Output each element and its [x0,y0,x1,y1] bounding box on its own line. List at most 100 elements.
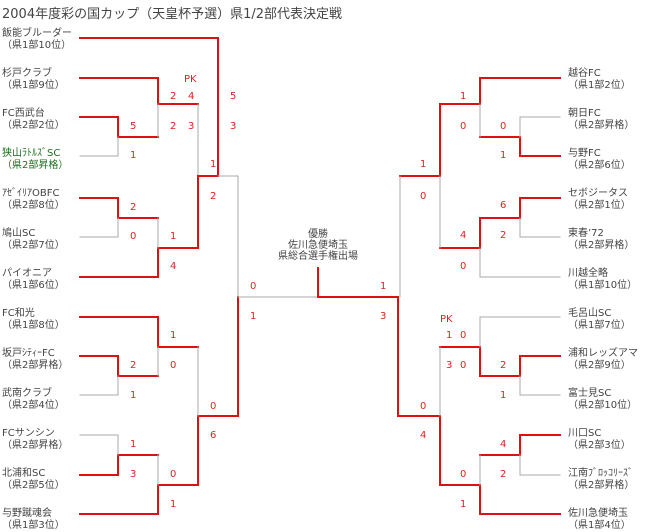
score: 4 [500,439,507,450]
score: 0 [420,191,427,202]
score-final: 3 [380,311,387,322]
team-name: 越谷FC [568,68,601,79]
team-name: ｱｾﾞｲﾘｱOBFC [2,188,60,199]
score-final: 1 [380,281,387,292]
score: 0 [460,330,467,341]
line-l-westdai [79,116,159,138]
score: 2 [500,469,507,480]
team-name: FC西武台 [2,108,45,119]
team-name: 与野FC [568,148,601,159]
team-left-highlight: 狭山ﾗﾄﾙｽﾞSC（県2部昇格） [2,148,68,172]
team-left: 鳩山SC（県2部7位） [2,228,65,252]
line-l-semi-loser [237,175,319,298]
score: 1 [130,390,137,401]
team-rank: （県2部昇格） [568,120,635,131]
score-pk: 3 [446,360,453,371]
team-left: 坂戸ｼﾃｨｰFC（県2部昇格） [2,348,68,372]
line-l-azeiria [79,197,159,219]
page-title: 2004年度彩の国カップ（天皇杯予選）県1/2部代表決定戦 [2,7,343,22]
line-l-sayama [79,136,119,157]
score-pk: 4 [188,91,195,102]
score: 0 [460,469,467,480]
score: 1 [170,330,177,341]
score: 2 [130,360,137,371]
line-l-sanshin [79,434,119,456]
team-name: 朝日FC [568,108,601,119]
score-pk: 1 [446,330,453,341]
team-name: 東春’72 [568,228,604,239]
team-name: 富士見SC [568,388,612,399]
winner-note: 県総合選手権出場 [278,251,358,262]
line-r-kawaguchi [479,434,561,456]
score: 3 [230,121,237,132]
team-right: 与野FC（県2部6位） [568,148,631,172]
line-r-fujimi [519,375,561,396]
team-rank: （県1部4位） [568,520,631,531]
team-right: 川口SC（県2部3位） [568,428,631,452]
team-left: 武南クラブ（県2部4位） [2,388,65,412]
line-r-yonofc [479,136,561,157]
team-left: 杉戸クラブ（県1部9位） [2,68,65,92]
team-name: 狭山ﾗﾄﾙｽﾞSC [2,148,61,159]
line-r-sagawa [439,484,561,515]
team-left: 与野蹴魂会（県1部3位） [2,508,65,532]
team-rank: （県2部1位） [568,200,631,211]
team-right: 朝日FC（県2部昇格） [568,108,634,132]
team-rank: （県2部3位） [568,440,631,451]
line-r-toshun [519,217,561,238]
team-name: 与野蹴魂会 [2,508,52,519]
line-l-pioneer2 [197,175,219,249]
team-name: 佐川急便埼玉 [568,508,628,519]
score: 0 [210,401,217,412]
score: 2 [170,121,177,132]
team-left: FCサンシン（県2部昇格） [2,428,68,452]
score: 1 [130,150,137,161]
line-r-sagawa2 [399,415,441,486]
score: 1 [460,91,467,102]
team-right: 東春’72（県2部昇格） [568,228,634,252]
team-right: 川越全略（県1部10位） [568,268,637,292]
team-right: 浦和レッズアマ（県2部9位） [568,348,638,372]
score: 0 [170,360,177,371]
winner-title: 優勝 [308,229,328,240]
team-right: 毛呂山SC（県1部7位） [568,308,631,332]
line-r-sebo [479,197,561,219]
score: 1 [500,150,507,161]
team-name: パイオニア [2,268,52,279]
line-l-hatoyama [79,217,119,238]
line-l-sakado [79,355,159,377]
team-rank: （県2部10位） [568,400,638,411]
team-right: 富士見SC（県2部10位） [568,388,637,412]
team-name: FC和光 [2,308,35,319]
team-right: セボジータス（県2部1位） [568,188,631,212]
score: 2 [500,230,507,241]
line-l-yono2 [197,415,239,486]
line-l-bunan [79,375,119,396]
line-l-wako [79,316,199,348]
score: 4 [170,261,177,272]
score: 5 [130,121,137,132]
team-rank: （県1部6位） [2,280,65,291]
team-left: 北浦和SC（県2部5位） [2,468,65,492]
score: 1 [170,231,177,242]
score: 1 [170,499,177,510]
line-r-kawagoe [479,247,561,278]
score: 2 [130,202,137,213]
score-pk: 3 [188,121,195,132]
team-rank: （県1部8位） [2,320,65,331]
team-rank: （県2部昇格） [2,160,69,171]
score: 2 [210,191,217,202]
team-rank: （県1部10位） [568,280,638,291]
team-rank: （県1部2位） [568,80,631,91]
team-name: 杉戸クラブ [2,68,52,79]
team-name: 川越全略 [568,268,608,279]
team-name: FCサンシン [2,428,55,439]
score: 4 [460,230,467,241]
score: 4 [420,430,427,441]
winner-label: 優勝 佐川急便埼玉 県総合選手権出場 [258,229,378,262]
score: 1 [250,311,257,322]
score: 0 [500,121,507,132]
line-r-moro [479,316,561,348]
score: 0 [130,231,137,242]
team-left: 飯能ブルーダー（県1部10位） [2,28,72,52]
